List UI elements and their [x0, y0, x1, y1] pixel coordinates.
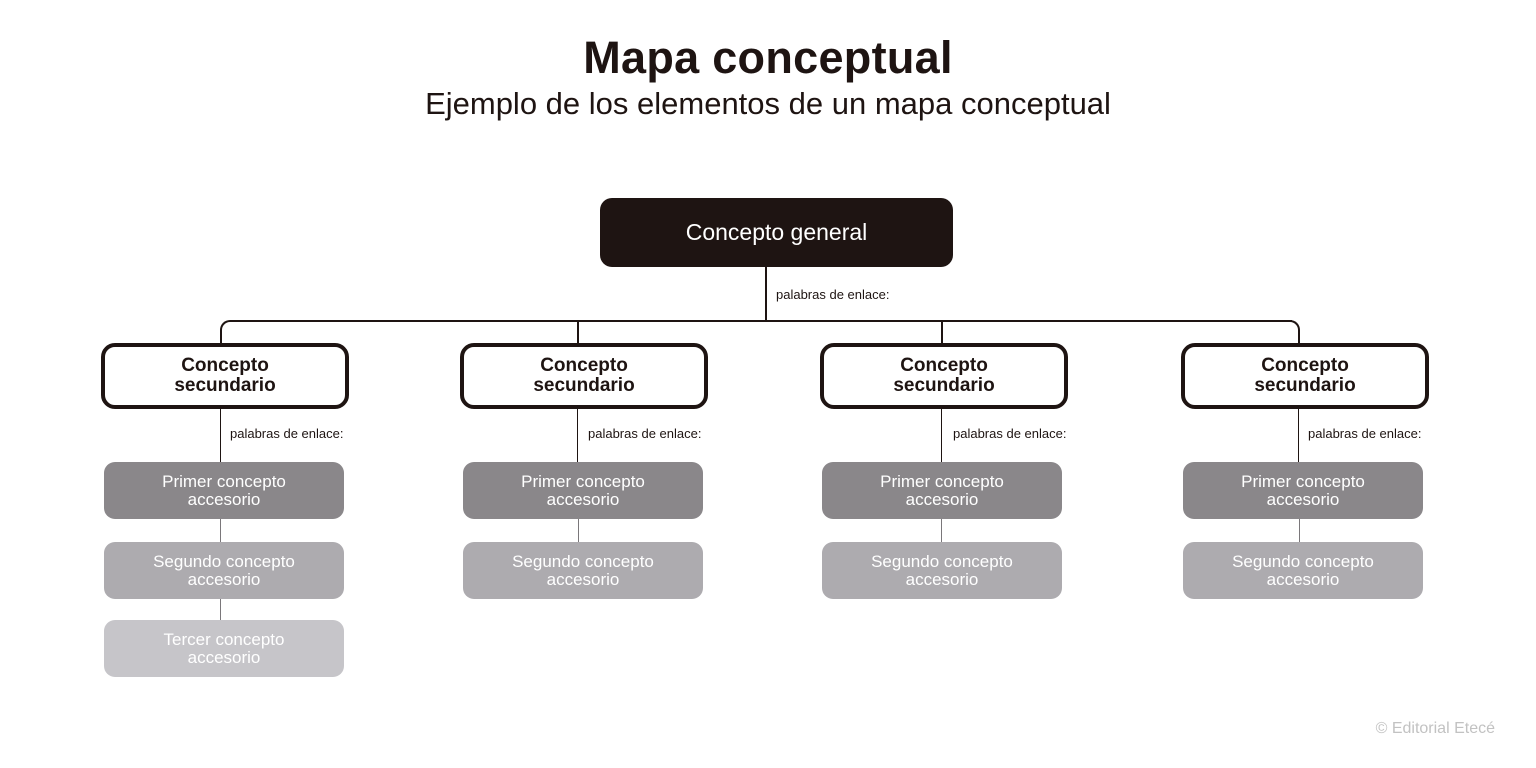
accessory-concept-4-1: Primer concepto accesorio	[1183, 462, 1423, 519]
accessory-line2: accesorio	[546, 489, 620, 509]
secondary-concept-line2: secundario	[533, 375, 635, 396]
secondary-concept-node-4: Concepto secundario	[1181, 343, 1429, 409]
accessory-line2: accesorio	[187, 569, 261, 589]
secondary-concept-line2: secundario	[1254, 375, 1356, 396]
connector-col1-acc2-acc3	[220, 599, 221, 620]
accessory-line2: accesorio	[905, 569, 979, 589]
link-label-col4: palabras de enlace:	[1308, 426, 1422, 441]
connector-col2-down	[577, 405, 578, 463]
accessory-concept-1-3: Tercer concepto accesorio	[104, 620, 344, 677]
connector-col4-down	[1298, 405, 1299, 463]
secondary-concept-node-3: Concepto secundario	[820, 343, 1068, 409]
connector-general-down	[765, 267, 767, 322]
secondary-concept-line1: Concepto	[540, 355, 628, 376]
connector-drop-col4	[1298, 330, 1300, 345]
page-subtitle: Ejemplo de los elementos de un mapa conc…	[425, 86, 1111, 121]
accessory-concept-3-2: Segundo concepto accesorio	[822, 542, 1062, 599]
secondary-concept-line1: Concepto	[900, 355, 988, 376]
accessory-line1: Primer concepto	[1241, 471, 1365, 491]
connector-drop-col2	[577, 320, 579, 345]
accessory-line2: accesorio	[1266, 489, 1340, 509]
secondary-concept-line2: secundario	[893, 375, 995, 396]
connector-right-corner	[1288, 320, 1300, 332]
link-label-col3: palabras de enlace:	[953, 426, 1067, 441]
secondary-concept-line2: secundario	[174, 375, 276, 396]
secondary-concept-line1: Concepto	[1261, 355, 1349, 376]
connector-col1-down	[220, 405, 221, 463]
accessory-concept-2-1: Primer concepto accesorio	[463, 462, 703, 519]
link-label-col1: palabras de enlace:	[230, 426, 344, 441]
accessory-line1: Primer concepto	[880, 471, 1004, 491]
accessory-line1: Segundo concepto	[1232, 551, 1374, 571]
connector-col2-acc1-acc2	[578, 519, 579, 542]
connector-col3-acc1-acc2	[941, 519, 942, 542]
accessory-line2: accesorio	[905, 489, 979, 509]
page-title: Mapa conceptual	[583, 32, 953, 83]
accessory-line1: Segundo concepto	[871, 551, 1013, 571]
accessory-line2: accesorio	[187, 647, 261, 667]
accessory-line2: accesorio	[187, 489, 261, 509]
accessory-concept-1-2: Segundo concepto accesorio	[104, 542, 344, 599]
accessory-line1: Segundo concepto	[512, 551, 654, 571]
connector-horizontal-bus	[230, 320, 1292, 322]
footer-credit: © Editorial Etecé	[1375, 720, 1495, 737]
connector-drop-col1	[220, 330, 222, 345]
accessory-concept-1-1: Primer concepto accesorio	[104, 462, 344, 519]
accessory-line1: Primer concepto	[521, 471, 645, 491]
link-label-col2: palabras de enlace:	[588, 426, 702, 441]
accessory-line1: Primer concepto	[162, 471, 286, 491]
connector-left-corner	[220, 320, 232, 332]
accessory-line1: Tercer concepto	[163, 629, 285, 649]
accessory-concept-3-1: Primer concepto accesorio	[822, 462, 1062, 519]
connector-col3-down	[941, 405, 942, 463]
accessory-line1: Segundo concepto	[153, 551, 295, 571]
connector-col1-acc1-acc2	[220, 519, 221, 542]
link-label-general: palabras de enlace:	[776, 287, 890, 302]
general-concept-label: Concepto general	[685, 219, 868, 245]
accessory-concept-4-2: Segundo concepto accesorio	[1183, 542, 1423, 599]
connector-col4-acc1-acc2	[1299, 519, 1300, 542]
secondary-concept-node-1: Concepto secundario	[101, 343, 349, 409]
general-concept-node: Concepto general	[600, 198, 953, 267]
secondary-concept-node-2: Concepto secundario	[460, 343, 708, 409]
accessory-line2: accesorio	[1266, 569, 1340, 589]
accessory-concept-2-2: Segundo concepto accesorio	[463, 542, 703, 599]
connector-drop-col3	[941, 320, 943, 345]
secondary-concept-line1: Concepto	[181, 355, 269, 376]
accessory-line2: accesorio	[546, 569, 620, 589]
